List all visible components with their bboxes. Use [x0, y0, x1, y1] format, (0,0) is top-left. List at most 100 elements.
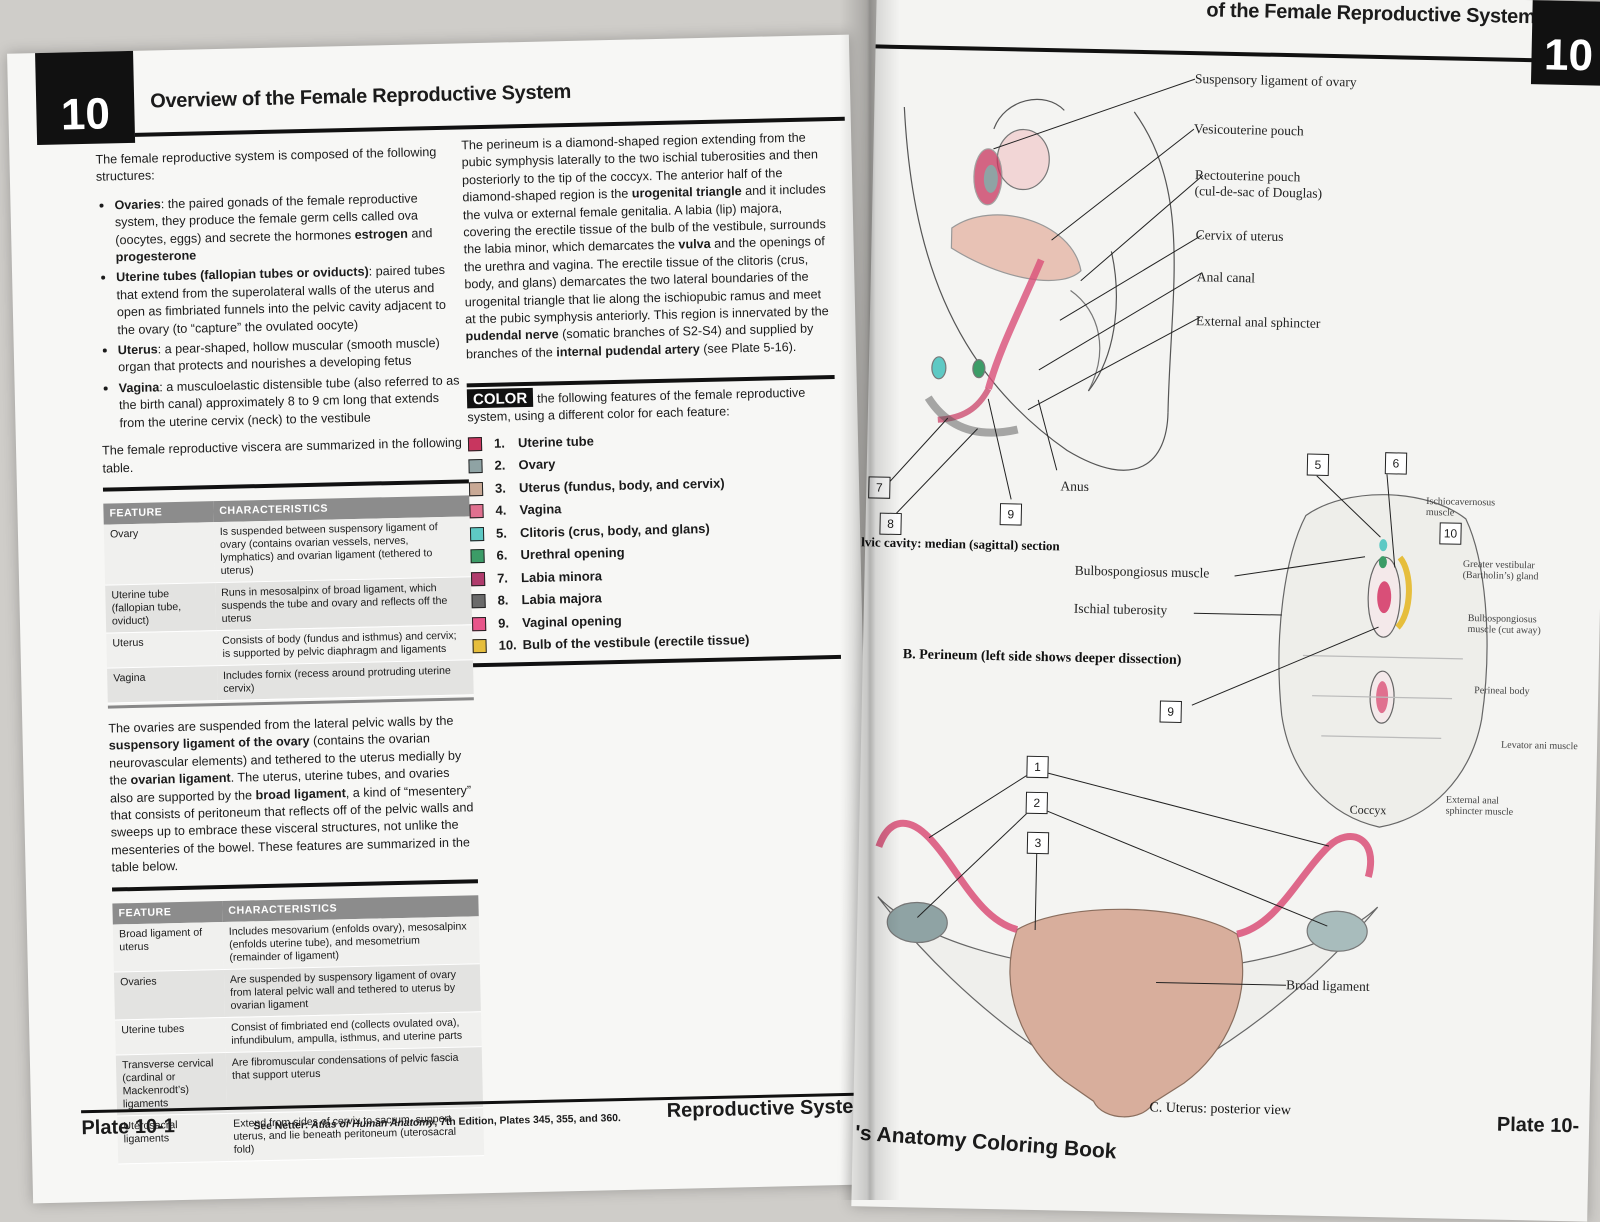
plate-label: Plate 10-1: [81, 1115, 176, 1140]
leader-lines: [875, 78, 1396, 986]
color-swatch: [472, 639, 487, 654]
chapter-number-box: 10: [35, 50, 136, 146]
section-label: Reproductive System: [666, 1095, 872, 1123]
perineum-illustration: [1278, 494, 1488, 828]
color-item-label: Ovary: [518, 456, 556, 473]
intro-text: The female reproductive system is compos…: [95, 144, 437, 185]
label-cervix: Cervix of uterus: [1195, 227, 1284, 244]
color-item-number: 2.: [494, 457, 506, 474]
table-cell: Are suspended by suspensory ligament of …: [223, 963, 481, 1018]
color-item-label: Uterine tube: [517, 433, 595, 451]
color-item-label: Vagina: [519, 501, 562, 518]
color-swatch: [469, 526, 485, 541]
label-coccyx: Coccyx: [1349, 802, 1387, 818]
number-box-6: 6: [1384, 452, 1408, 475]
table-row: Uterine tube (fallopian tube, oviduct)Ru…: [105, 576, 473, 634]
table-cell: Includes mesovarium (enfolds ovary), mes…: [222, 915, 480, 970]
label-levator-ani: Levator ani muscle: [1500, 739, 1578, 753]
label-perineal-body: Perineal body: [1474, 685, 1530, 698]
color-swatch: [469, 504, 484, 519]
color-swatch: [471, 616, 487, 631]
color-item-label: Labia majora: [521, 590, 602, 608]
number-box-5: 5: [1306, 453, 1330, 476]
color-item-label: Vaginal opening: [521, 612, 622, 630]
color-item-label: Labia minora: [520, 568, 603, 585]
label-external-anal-sphincter: External anal sphincter: [1195, 313, 1321, 331]
ovary-paragraph: The ovaries are suspended from the later…: [108, 713, 474, 875]
color-item-number: 4.: [495, 502, 507, 519]
label-bulbospongiosus-cut: Bulbospongiosus muscle (cut away): [1467, 612, 1541, 637]
color-item-number: 7.: [496, 570, 509, 586]
table-cell: Includes fornix (recess around protrudin…: [216, 659, 474, 701]
color-item-number: 1.: [493, 435, 506, 451]
color-list: 1. Uterine tube 2. Ovary 3. Uterus (fundus, b…: [467, 424, 841, 657]
number-box-8: 8: [879, 512, 902, 536]
number-box-10: 10: [1439, 522, 1462, 545]
page-title: Overview of the Female Reproductive Syst…: [149, 80, 572, 113]
label-ischiocavernosus: Ischiocavernosus muscle: [1425, 496, 1496, 519]
number-box-3: 3: [1026, 831, 1050, 855]
number-box-9-perineum: 9: [1159, 700, 1182, 723]
chapter-number: 10: [60, 89, 111, 140]
label-anus: Anus: [1060, 478, 1090, 494]
table-cell: Vagina: [107, 665, 218, 703]
structure-item: Uterine tubes (fallopian tubes or oviduc…: [116, 261, 466, 340]
structure-item: Ovaries: the paired gonads of the female…: [114, 188, 464, 267]
label-broad-ligament: Broad ligament: [1285, 977, 1370, 994]
label-anal-canal: Anal canal: [1196, 269, 1256, 286]
label-suspensory-ligament: Suspensory ligament of ovary: [1194, 71, 1357, 90]
label-bulbospongiosus: Bulbospongiosus muscle: [1074, 562, 1210, 581]
perineum-paragraph: The perineum is a diamond-shaped region …: [461, 130, 829, 362]
right-plate-label: Plate 10-: [1496, 1113, 1580, 1138]
table-cell: Extend from sides of cervix to sacrum, s…: [226, 1107, 485, 1162]
label-ischial-tuberosity: Ischial tuberosity: [1073, 600, 1168, 618]
structure-item: Vagina: a musculoelastic distensible tub…: [118, 371, 467, 432]
table-cell: Ovaries: [113, 969, 225, 1020]
number-box-1: 1: [1026, 755, 1049, 779]
right-page: of the Female Reproductive System 10: [851, 0, 1600, 1222]
right-column: The perineum is a diamond-shaped region …: [461, 129, 842, 668]
color-item-number: 5.: [495, 525, 508, 541]
structures-list: Ovaries: the paired gonads of the female…: [96, 188, 467, 433]
table-cell: Consist of fimbriated end (collects ovul…: [224, 1011, 482, 1053]
color-item-number: 10.: [498, 637, 517, 654]
table-cell: Ovary: [103, 522, 215, 586]
color-item-number: 6.: [496, 547, 508, 564]
left-page: 10 Overview of the Female Reproductive S…: [7, 34, 875, 1204]
color-item-number: 8.: [497, 592, 509, 609]
left-column: The female reproductive system is compos…: [95, 143, 485, 1176]
color-item-number: 9.: [497, 615, 510, 631]
uterus-illustration: [875, 819, 1379, 1118]
label-greater-vestibular-gland: Greater vestibular (Bartholin’s) gland: [1462, 558, 1539, 583]
color-item-label: Urethral opening: [520, 545, 625, 563]
number-box-9-sagittal: 9: [999, 503, 1023, 526]
table-header: FEATURE: [112, 900, 223, 925]
label-external-anal-sphincter-muscle: External anal sphincter muscle: [1445, 794, 1514, 818]
color-swatch: [471, 594, 486, 609]
color-item-number: 3.: [494, 480, 507, 496]
anatomy-illustrations: [875, 78, 1488, 1118]
color-swatch: [468, 459, 483, 474]
color-swatch: [468, 481, 484, 496]
table-cell: Uterine tubes: [115, 1017, 226, 1055]
table-cell: Runs in mesosalpinx of broad ligament, w…: [214, 576, 473, 631]
table-header: FEATURE: [103, 501, 214, 525]
table-cell: Uterine tube (fallopian tube, oviduct): [105, 582, 217, 634]
structure-item: Uterus: a pear-shaped, hollow muscular (…: [118, 333, 467, 377]
table-cell: Consists of body (fundus and isthmus) an…: [216, 624, 473, 666]
color-swatch: [470, 549, 485, 564]
caption-uterus: C. Uterus: posterior view: [1149, 1100, 1292, 1119]
color-item-label: Clitoris (crus, body, and glans): [519, 520, 710, 541]
table-cell: Transverse cervical (cardinal or Mackenr…: [115, 1052, 227, 1116]
label-vesicouterine-pouch: Vesicouterine pouch: [1193, 121, 1304, 139]
table-cell: Broad ligament of uterus: [112, 921, 224, 972]
color-tag: COLOR: [466, 388, 534, 409]
color-item-label: Uterus (fundus, body, and cervix): [518, 475, 725, 496]
